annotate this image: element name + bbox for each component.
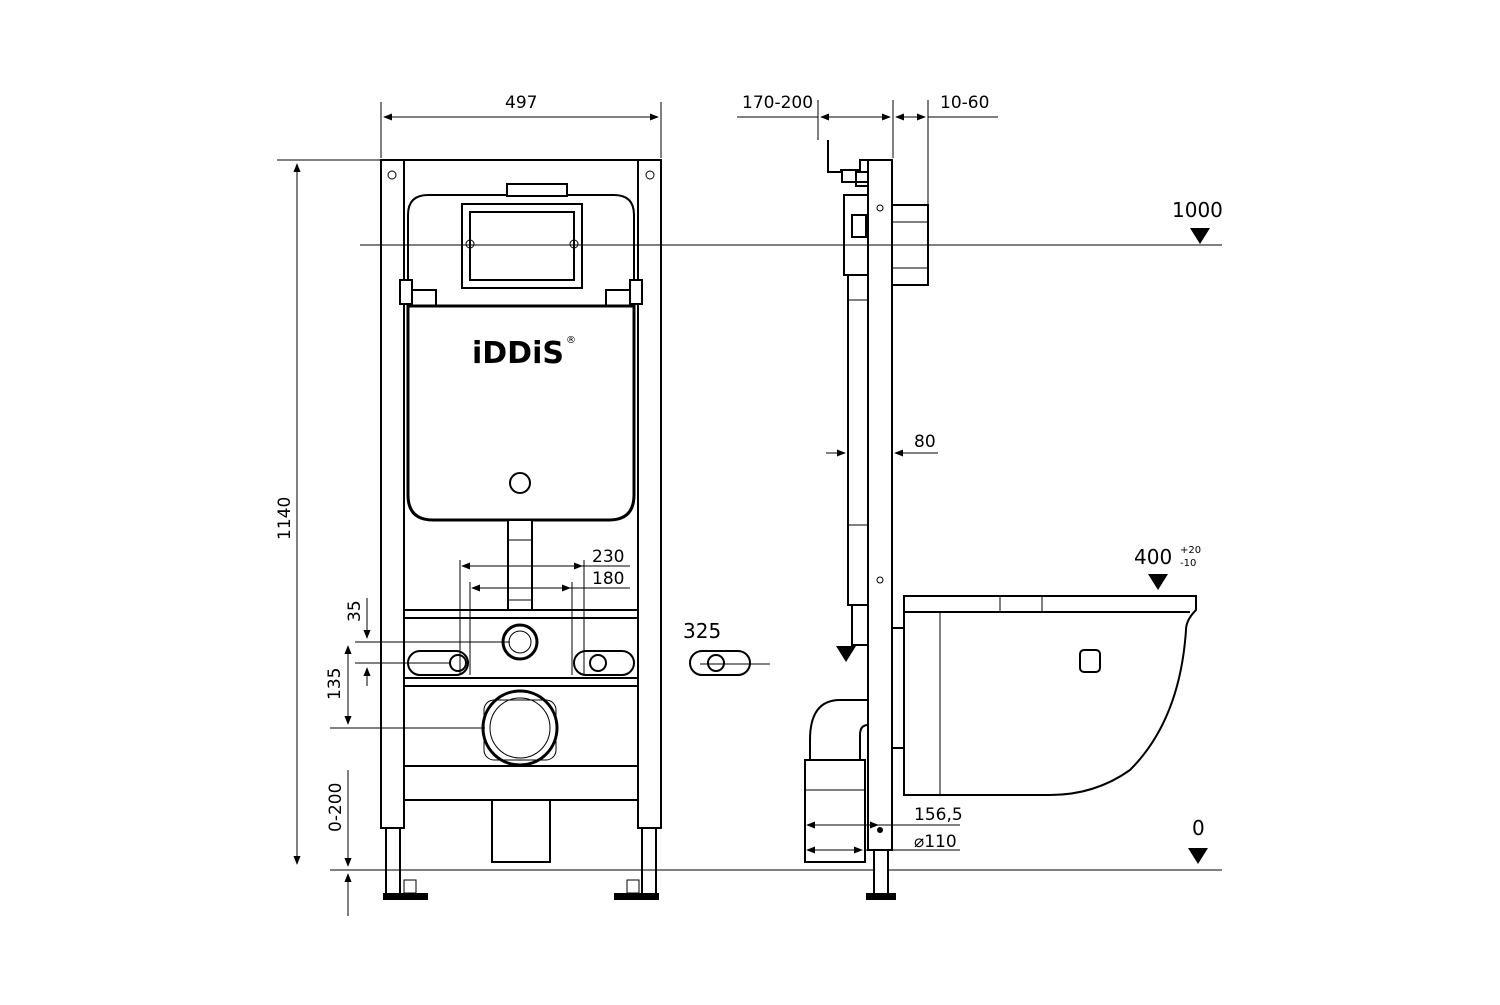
level-1000-marker [1190, 228, 1210, 244]
level-325-marker [836, 646, 856, 662]
level-400-marker [1148, 574, 1168, 590]
cistern-outlet [509, 472, 531, 494]
dim-10-60: 10-60 [940, 93, 989, 113]
dim-1140: 1140 [275, 497, 295, 540]
dim-0-200: 0-200 [326, 783, 346, 832]
level-0: 0 [1192, 816, 1205, 840]
level-1000: 1000 [1172, 198, 1223, 222]
wc-bowl [903, 595, 1197, 796]
level-325: 325 [683, 619, 721, 643]
dim-135: 135 [325, 668, 345, 700]
dim-497: 497 [505, 93, 537, 113]
cistern-bracket [407, 194, 635, 290]
dim-156-5: 156,5 [914, 805, 963, 825]
front-view: iDDiS ® 497 1140 [275, 93, 1222, 916]
dim-180: 180 [592, 569, 624, 589]
dim-110: ⌀110 [914, 832, 957, 852]
level-markers: 1000 325 400 +20 -10 0 [683, 198, 1223, 864]
drain-outlet [481, 689, 559, 767]
registered-mark: ® [566, 335, 576, 346]
level-0-marker [1188, 848, 1208, 864]
brand-logo: iDDiS [472, 336, 564, 371]
level-400-tol-minus: -10 [1180, 558, 1196, 569]
cistern-tank [406, 304, 636, 522]
dim-230: 230 [592, 547, 624, 567]
drain-bend [809, 699, 869, 761]
right-post [637, 159, 662, 829]
dim-170-200: 170-200 [742, 93, 813, 113]
side-frame-post [867, 159, 893, 851]
dim-80: 80 [914, 432, 936, 452]
dim-35: 35 [345, 600, 365, 622]
level-400-tol-plus: +20 [1180, 545, 1201, 556]
side-view: 170-200 10-60 80 156,5 ⌀110 [360, 93, 1222, 900]
level-400: 400 [1134, 545, 1172, 569]
